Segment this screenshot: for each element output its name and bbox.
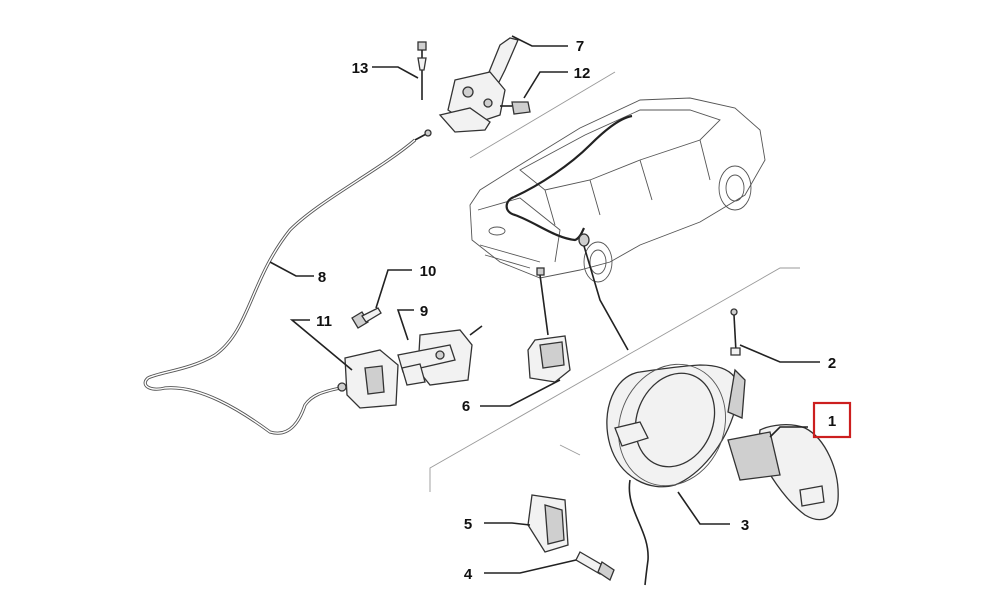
callout-5: 5 xyxy=(464,516,472,533)
part-7-lock-lever xyxy=(438,37,519,133)
callout-labels: 1 2 3 4 5 6 7 8 9 10 11 12 13 xyxy=(316,38,836,583)
detail-leaders xyxy=(539,245,629,351)
callout-12: 12 xyxy=(574,65,591,82)
part-12-screw xyxy=(500,101,531,115)
callout-9: 9 xyxy=(420,303,428,320)
car-illustration xyxy=(469,97,766,283)
callout-leaders xyxy=(269,35,820,574)
callout-8: 8 xyxy=(318,269,326,286)
callout-13: 13 xyxy=(352,60,369,77)
callout-11: 11 xyxy=(316,313,332,330)
part-3-filler-housing xyxy=(606,363,746,586)
part-8-release-cable xyxy=(143,129,432,435)
part-1-fuel-door xyxy=(727,424,839,521)
part-6-switch xyxy=(527,335,571,383)
part-4-screw xyxy=(575,551,615,581)
callout-3: 3 xyxy=(741,517,749,534)
part-13-pin xyxy=(417,41,427,100)
callout-4: 4 xyxy=(464,566,473,583)
callout-2: 2 xyxy=(828,355,836,372)
part-9-hinge xyxy=(397,325,483,386)
part-2-pin xyxy=(730,308,741,356)
callout-10: 10 xyxy=(420,263,437,280)
callout-6: 6 xyxy=(462,398,470,415)
part-10-bolt xyxy=(351,307,382,329)
callout-7: 7 xyxy=(576,38,584,55)
callout-1: 1 xyxy=(828,413,836,430)
callout-1-highlight-box xyxy=(812,401,852,439)
part-5-bracket xyxy=(527,494,569,553)
guide-lines xyxy=(429,71,800,492)
part-11-plate xyxy=(344,349,399,409)
